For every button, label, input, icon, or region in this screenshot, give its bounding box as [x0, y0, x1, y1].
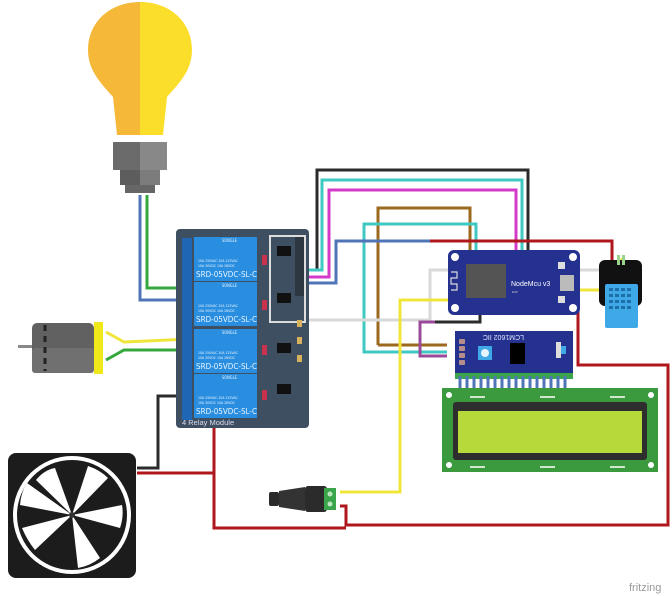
- cooling-fan: [8, 453, 136, 578]
- relay-2: SONGLE 10A 250VAC 10A 125VAC 10A 30VDC 1…: [182, 282, 257, 331]
- wire-blue-lamp: [138, 195, 185, 302]
- relay-4-brand: SONGLE: [222, 375, 238, 380]
- nodemcu-board: NodeMcu v3 ESP: [448, 250, 580, 315]
- wire-red-right: [340, 310, 670, 527]
- wire-blue: [305, 239, 430, 285]
- relay-2-model: SRD-05VDC-SL-C: [196, 315, 257, 324]
- wire-black-fan: [137, 394, 185, 470]
- relay-1-spec1: 10A 250VAC 10A 125VAC: [198, 259, 239, 263]
- nodemcu-label: NodeMcu v3: [511, 281, 550, 288]
- dht-sensor: [599, 255, 642, 328]
- wire-red-top: [430, 239, 614, 268]
- relay-4-model: SRD-05VDC-SL-C: [196, 407, 257, 416]
- wire-red-fan: [137, 471, 346, 530]
- wire-cyan-top: [305, 178, 524, 272]
- relay-3-spec1: 10A 250VAC 10A 125VAC: [198, 351, 239, 355]
- i2c-module-label: LCM1602 IIC: [483, 333, 524, 340]
- relay-2-brand: SONGLE: [222, 283, 238, 288]
- relay-module-label: 4 Relay Module: [182, 418, 234, 427]
- relay-1-brand: SONGLE: [222, 238, 238, 243]
- wire-brown: [376, 206, 472, 345]
- wires: [105, 168, 670, 530]
- relay-2-spec2: 10A 30VDC 10A 28VDC: [198, 309, 236, 313]
- wire-magenta-top: [305, 188, 518, 279]
- relay-1-model: SRD-05VDC-SL-C: [196, 270, 257, 279]
- relay-4: SONGLE 10A 250VAC 10A 125VAC 10A 30VDC 1…: [182, 374, 257, 420]
- dc-barrel-jack: [269, 486, 336, 512]
- wire-green-motor: [105, 348, 185, 362]
- light-bulb: [88, 2, 192, 193]
- relay-3-brand: SONGLE: [222, 330, 238, 335]
- wire-black-top: [315, 168, 530, 270]
- wire-purple: [418, 320, 447, 358]
- relay-1-spec2: 10A 30VDC 10A 28VDC: [198, 264, 236, 268]
- wire-black-nodemcu: [435, 312, 482, 324]
- dc-motor: [18, 322, 103, 374]
- fritzing-watermark: fritzing: [629, 582, 661, 594]
- relay-3-model: SRD-05VDC-SL-C: [196, 362, 257, 371]
- relay-3-spec2: 10A 30VDC 10A 28VDC: [198, 356, 236, 360]
- relay-4-spec1: 10A 250VAC 10A 125VAC: [198, 396, 239, 400]
- wire-cyan-mid: [362, 222, 478, 354]
- relay-4-spec2: 10A 30VDC 10A 28VDC: [198, 401, 236, 405]
- i2c-lcd-module: LCM1602 IIC: [455, 331, 573, 391]
- relay-2-spec1: 10A 250VAC 10A 125VAC: [198, 304, 239, 308]
- relay-3: SONGLE 10A 250VAC 10A 125VAC 10A 30VDC 1…: [182, 329, 257, 378]
- relay-1: SONGLE 10A 250VAC 10A 125VAC 10A 30VDC 1…: [182, 237, 257, 286]
- nodemcu-sub: ESP: [512, 290, 518, 294]
- lcd-16x2: [442, 388, 658, 472]
- relay-module: SONGLE 10A 250VAC 10A 125VAC 10A 30VDC 1…: [176, 229, 309, 428]
